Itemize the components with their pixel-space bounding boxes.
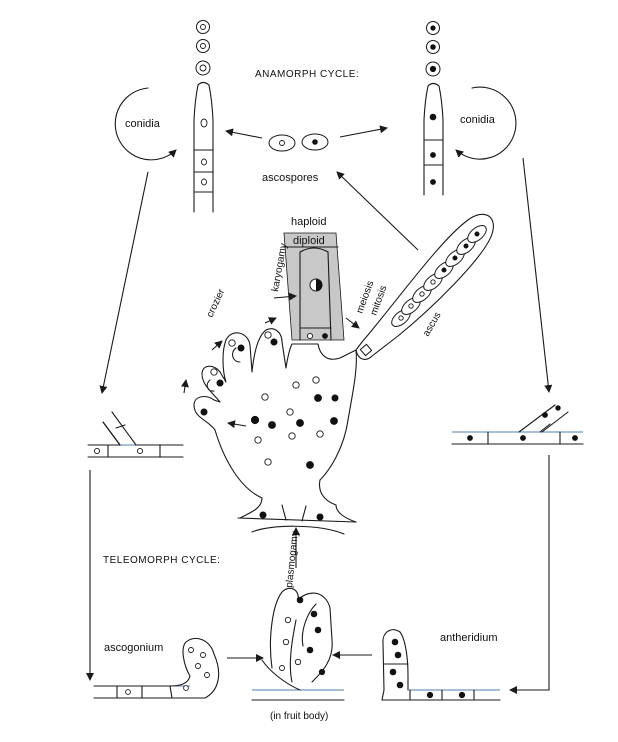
plasmogamy-label: plasmogamy	[284, 531, 301, 589]
arrow-crozier-1	[211, 340, 223, 351]
anamorph-cycle-title: ANAMORPH CYCLE:	[255, 69, 359, 80]
ascogonium-label: ascogonium	[104, 642, 163, 654]
arrow-crozier-2	[264, 317, 277, 325]
left-cycle-arrow	[114, 87, 177, 161]
arrow-ascus-to-ascospores	[336, 171, 419, 251]
plasmogamy-fusion	[251, 587, 345, 701]
ascogenous-hyphae-body	[193, 328, 357, 506]
arrow-to-karyogamy	[273, 292, 297, 301]
diploid-label: diploid	[293, 235, 325, 247]
ascospores	[268, 133, 329, 152]
haploid-label: haploid	[291, 216, 326, 228]
arrow-crozier-3	[180, 379, 189, 394]
ascospore-row	[391, 225, 487, 327]
antheridium-hypha	[381, 629, 501, 701]
conidia-left-label: conidia	[125, 118, 161, 130]
arrow-to-right-conidiophore	[339, 125, 388, 138]
right-conidiophore	[423, 21, 444, 196]
right-cycle-arrow	[455, 86, 517, 160]
arrow-right-antheridium-down	[509, 455, 550, 694]
ascus	[355, 213, 494, 360]
arrow-right-conidia-down	[522, 157, 553, 393]
in-fruit-body-label: (in fruit body)	[270, 711, 328, 722]
ascus-label: ascus	[421, 310, 444, 338]
teleomorph-cycle-title: TELEOMORPH CYCLE:	[103, 555, 220, 566]
karyogamy-box: haploid diploid	[282, 216, 345, 341]
ascospores-label: ascospores	[262, 172, 319, 184]
right-branching-hypha	[451, 404, 584, 445]
body-base-hypha	[237, 497, 357, 535]
conidia-right-label: conidia	[460, 114, 496, 126]
arrow-to-meiosis	[345, 317, 360, 329]
arrow-to-left-conidiophore	[225, 128, 263, 139]
left-conidiophore	[193, 20, 214, 213]
arrow-left-conidia-down	[99, 171, 149, 394]
left-branching-hypha	[87, 411, 184, 458]
crozier-label: crozier	[205, 287, 228, 319]
arrow-crozier-4	[227, 420, 247, 429]
antheridium-label: antheridium	[440, 632, 497, 644]
ascogonium-hypha	[93, 637, 220, 699]
